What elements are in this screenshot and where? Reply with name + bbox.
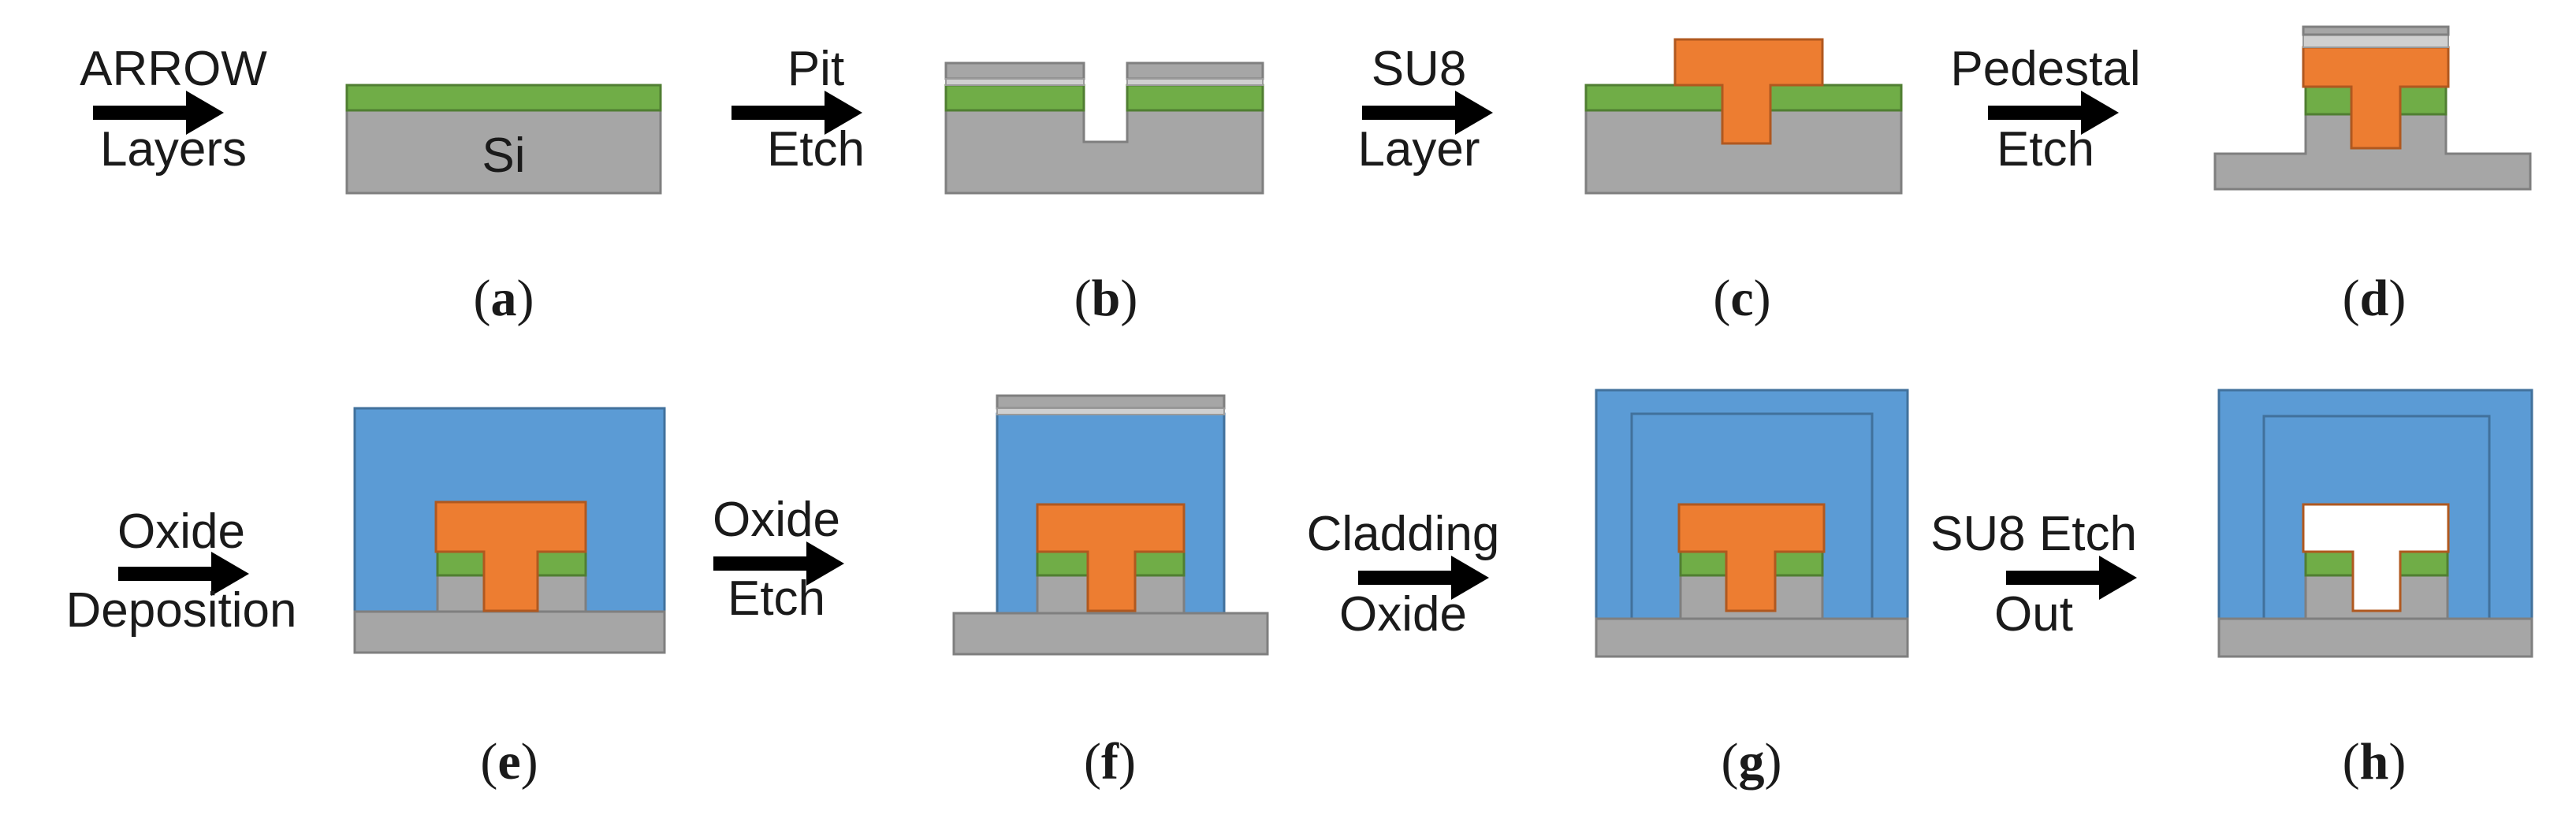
step-label-line2: Layer xyxy=(1357,122,1480,177)
panel-b-diagram xyxy=(944,61,1264,195)
arrow-layer-right xyxy=(1126,84,1264,112)
svg-text:(d): (d) xyxy=(2343,270,2407,327)
panel-a-diagram: Si xyxy=(345,84,662,195)
step-label-line2: Etch xyxy=(767,122,865,177)
step-label-line2: Deposition xyxy=(66,583,297,638)
panel-label-e: (e) xyxy=(480,733,538,791)
step-arrow-su8-layer: SU8 Layer xyxy=(1357,42,1493,177)
step-arrow-oxide-etch: Oxide Etch xyxy=(713,493,844,626)
panel-h-diagram xyxy=(2217,389,2533,658)
step-arrow-su8-etch-out: SU8 Etch Out xyxy=(1930,507,2137,642)
silicon-base xyxy=(1595,617,1909,658)
arrow-layer-left xyxy=(944,84,1085,112)
silicon-base xyxy=(2217,617,2533,658)
etch-mask-right xyxy=(1126,61,1264,80)
step-label-line2: Layers xyxy=(100,122,247,177)
su8-core xyxy=(1036,503,1186,612)
su8-core xyxy=(434,500,587,612)
hard-mask xyxy=(2302,34,2449,48)
panel-c-diagram xyxy=(1584,38,1903,195)
step-label-line1: ARROW xyxy=(80,42,267,96)
svg-text:(a): (a) xyxy=(474,270,534,327)
step-arrow-oxide-deposition: Oxide Deposition xyxy=(66,504,297,638)
step-arrow-pit-etch: Pit Etch xyxy=(731,42,865,177)
panel-label-a: (a) xyxy=(474,270,534,327)
step-label-line1: Pedestal xyxy=(1950,42,2140,96)
step-label-line1: Oxide xyxy=(117,504,245,559)
step-label-line1: Oxide xyxy=(713,493,840,547)
svg-text:(g): (g) xyxy=(1722,733,1782,791)
silicon-substrate xyxy=(345,109,662,195)
su8-core xyxy=(1677,503,1826,612)
step-label-line1: SU8 Etch xyxy=(1930,507,2137,561)
substrate-label: Si xyxy=(482,128,525,183)
panel-label-h: (h) xyxy=(2343,733,2407,791)
panel-e-diagram xyxy=(353,407,666,654)
step-label-line2: Etch xyxy=(728,571,825,626)
etch-mask-left xyxy=(944,61,1085,80)
oxide-interface xyxy=(2262,415,2491,619)
step-label-line2: Oxide xyxy=(1339,587,1467,642)
hollow-core xyxy=(2302,503,2450,612)
svg-text:(c): (c) xyxy=(1713,270,1770,327)
panel-label-f: (f) xyxy=(1084,733,1136,791)
step-label-line1: Cladding xyxy=(1307,507,1500,561)
panel-f-diagram xyxy=(952,394,1269,656)
step-arrow-cladding-oxide: Cladding Oxide xyxy=(1307,507,1500,642)
step-arrow-arrow-layers: ARROW Layers xyxy=(80,42,267,177)
panel-label-c: (c) xyxy=(1713,270,1770,327)
oxide-interface xyxy=(1630,412,1874,619)
step-arrow-pedestal-etch: Pedestal Etch xyxy=(1950,42,2140,177)
svg-text:(b): (b) xyxy=(1074,270,1138,327)
step-label-line1: Pit xyxy=(787,42,844,96)
step-label-line2: Etch xyxy=(1997,122,2094,177)
panel-label-b: (b) xyxy=(1074,270,1138,327)
step-label-line1: SU8 xyxy=(1372,42,1467,96)
su8-core xyxy=(1673,38,1824,145)
step-label-line2: Out xyxy=(1994,587,2073,642)
silicon-base xyxy=(952,612,1269,656)
panel-label-d: (d) xyxy=(2343,270,2407,327)
panel-label-g: (g) xyxy=(1722,733,1782,791)
silicon-substrate xyxy=(944,109,1264,195)
svg-text:(f): (f) xyxy=(1084,733,1136,791)
panel-g-diagram xyxy=(1595,389,1909,658)
svg-text:(h): (h) xyxy=(2343,733,2407,791)
etch-mask xyxy=(996,394,1226,410)
svg-text:(e): (e) xyxy=(480,733,538,791)
panel-d-diagram xyxy=(2213,25,2532,191)
su8-core xyxy=(2302,46,2450,150)
arrow-layer xyxy=(345,84,662,112)
